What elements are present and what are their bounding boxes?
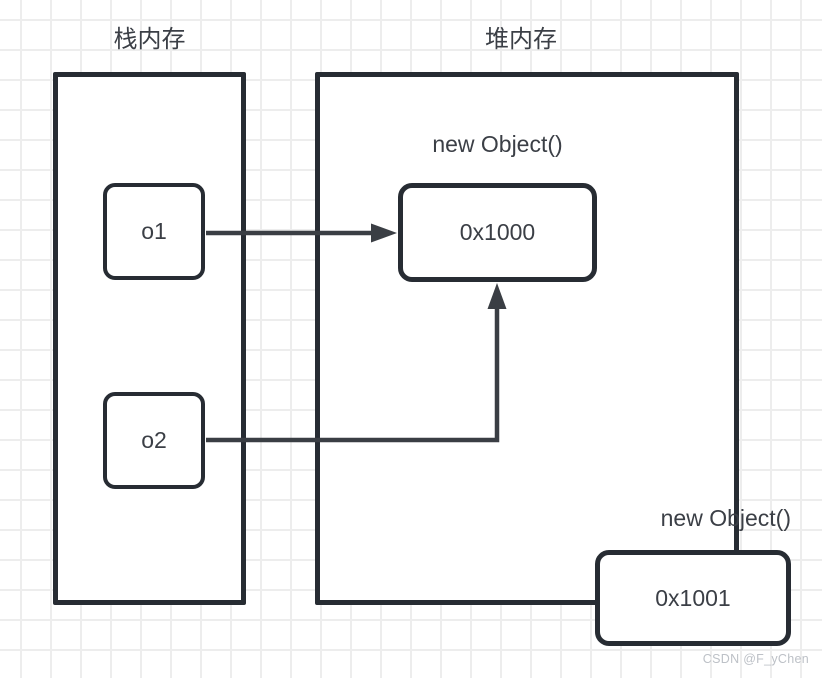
stack-node-o1-label: o1 bbox=[141, 218, 167, 244]
stack-node-o2-label: o2 bbox=[141, 427, 167, 453]
heap-node-0x1000: 0x1000 bbox=[398, 183, 597, 282]
heap-node-0x1001: 0x1001 bbox=[595, 550, 791, 646]
csdn-watermark: CSDN @F_yChen bbox=[702, 652, 809, 666]
heap-object2-annotation: new Object() bbox=[660, 505, 791, 531]
stack-node-o1: o1 bbox=[103, 183, 205, 280]
heap-object1-annotation: new Object() bbox=[432, 131, 563, 157]
stack-memory-title: 栈内存 bbox=[113, 26, 186, 53]
stack-memory-region bbox=[53, 72, 246, 605]
heap-memory-title: 堆内存 bbox=[485, 26, 557, 53]
heap-node-0x1001-label: 0x1001 bbox=[655, 584, 731, 611]
heap-node-0x1000-label: 0x1000 bbox=[459, 219, 536, 245]
stack-node-o2: o2 bbox=[103, 392, 205, 489]
